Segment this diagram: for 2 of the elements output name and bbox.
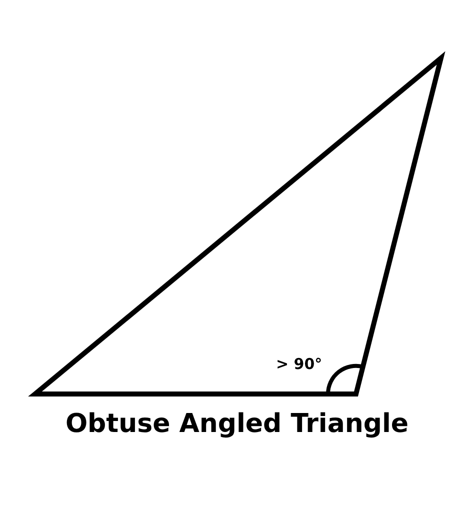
- angle-label: > 90°: [276, 354, 322, 375]
- caption: Obtuse Angled Triangle: [64, 408, 410, 441]
